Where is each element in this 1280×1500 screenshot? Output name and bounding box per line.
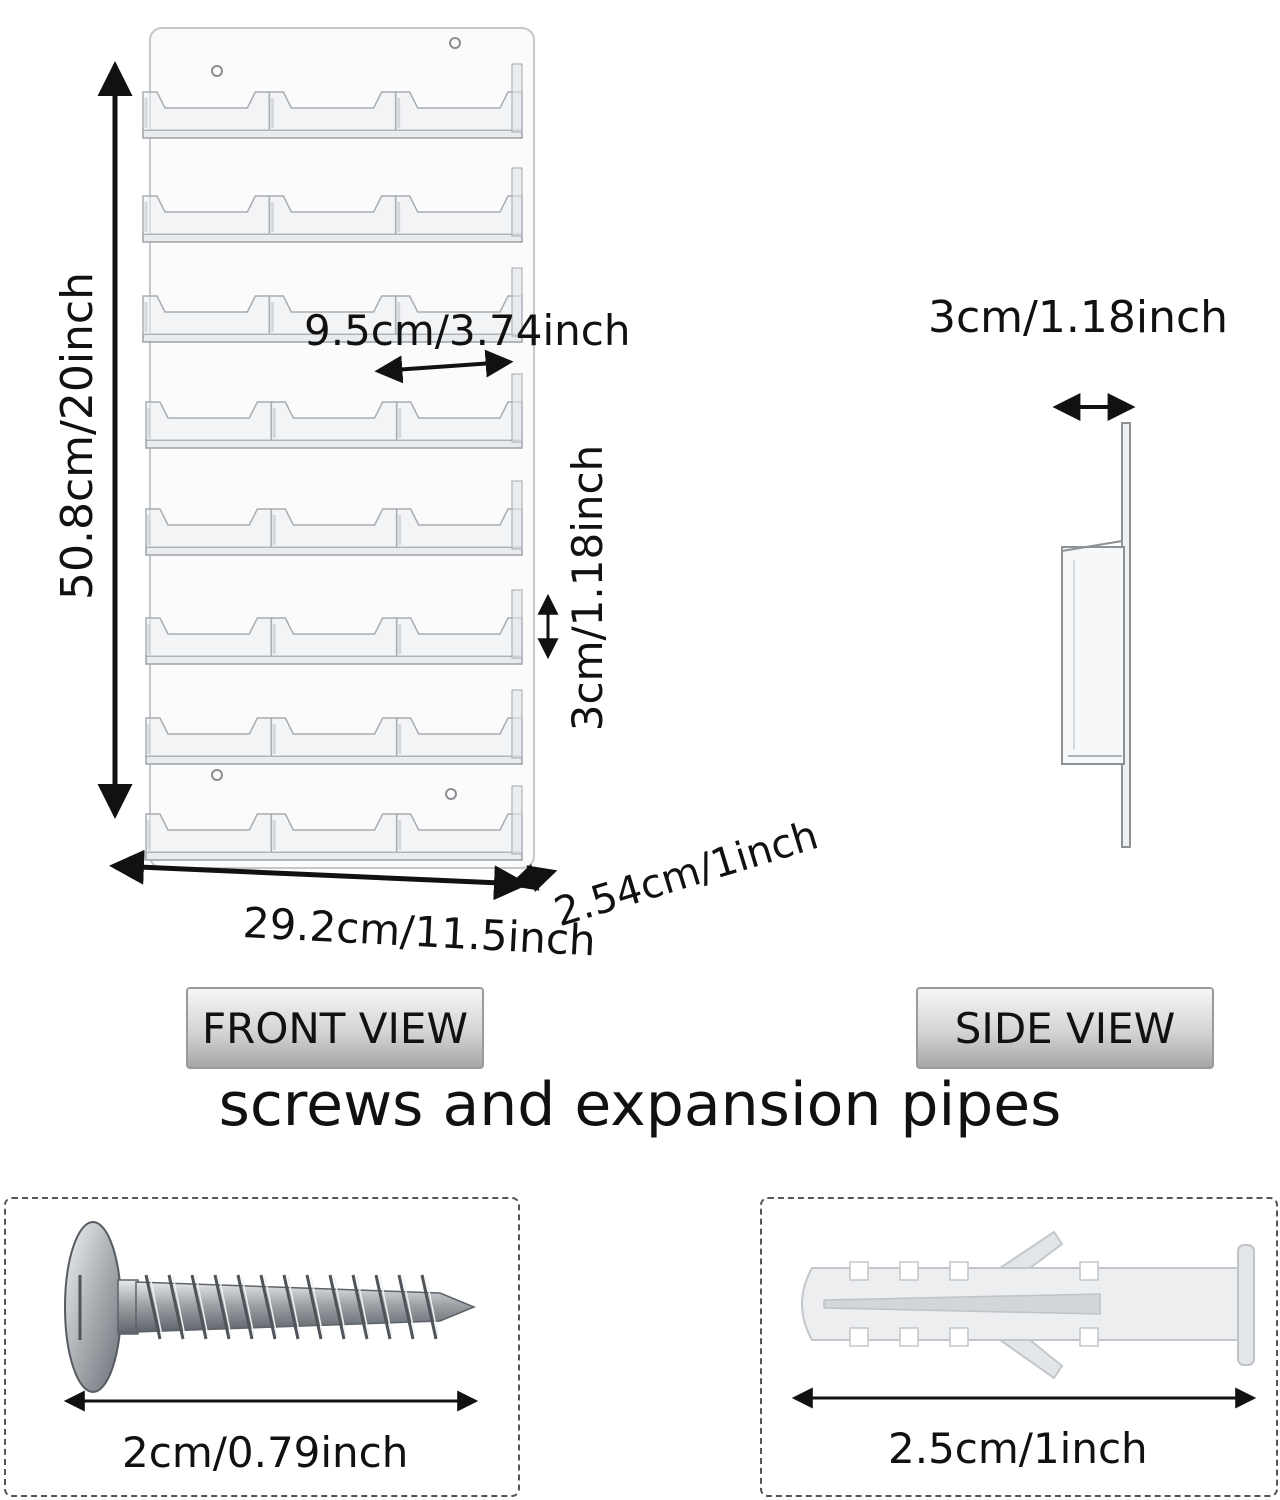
side-view-drawing	[1052, 393, 1136, 848]
mount-hole	[449, 37, 461, 49]
card-pocket	[268, 91, 397, 130]
pocket-height-label: 3cm/1.18inch	[563, 444, 612, 732]
pocket-row	[145, 589, 523, 665]
pocket-width-label: 9.5cm/3.74inch	[304, 306, 631, 355]
card-pocket	[142, 195, 271, 234]
pocket-row	[142, 63, 523, 139]
card-pocket	[270, 813, 398, 852]
side-pocket	[1061, 546, 1125, 765]
anchor-flange	[1237, 1244, 1255, 1366]
card-pocket	[270, 401, 398, 440]
card-pocket	[270, 617, 398, 656]
card-pocket	[142, 91, 271, 130]
accessories-title: screws and expansion pipes	[218, 1070, 1062, 1140]
pocket-row	[145, 480, 523, 556]
anchor-fin	[996, 1339, 1064, 1380]
card-pocket	[270, 508, 398, 547]
card-pocket	[268, 295, 397, 334]
screw-image	[64, 1221, 476, 1393]
front-view-button[interactable]: FRONT VIEW	[186, 987, 484, 1069]
mount-hole	[211, 769, 223, 781]
mount-hole	[211, 65, 223, 77]
anchor-fin	[996, 1230, 1064, 1269]
card-pocket	[145, 617, 273, 656]
card-pocket	[145, 717, 273, 756]
width-arrow	[109, 849, 529, 901]
depth-arrow	[508, 863, 558, 893]
screw-length-label: 2cm/0.79inch	[122, 1428, 409, 1477]
side-depth-label: 3cm/1.18inch	[928, 292, 1229, 343]
pocket-row	[145, 689, 523, 765]
side-view-button[interactable]: SIDE VIEW	[916, 987, 1214, 1069]
card-pocket	[270, 717, 398, 756]
anchor-image	[801, 1230, 1255, 1380]
pocket-row	[142, 267, 523, 343]
card-pocket	[142, 295, 271, 334]
card-pocket	[268, 195, 397, 234]
pocket-width-arrow	[374, 349, 514, 384]
card-pocket	[145, 813, 273, 852]
mount-hole	[445, 788, 457, 800]
card-pocket	[145, 508, 273, 547]
height-label: 50.8cm/20inch	[52, 271, 103, 601]
card-pocket	[145, 401, 273, 440]
anchor-length-label: 2.5cm/1inch	[888, 1424, 1148, 1473]
pocket-row	[145, 373, 523, 449]
screw-panel	[4, 1197, 520, 1497]
pocket-row	[142, 167, 523, 243]
anchor-panel	[760, 1197, 1278, 1497]
